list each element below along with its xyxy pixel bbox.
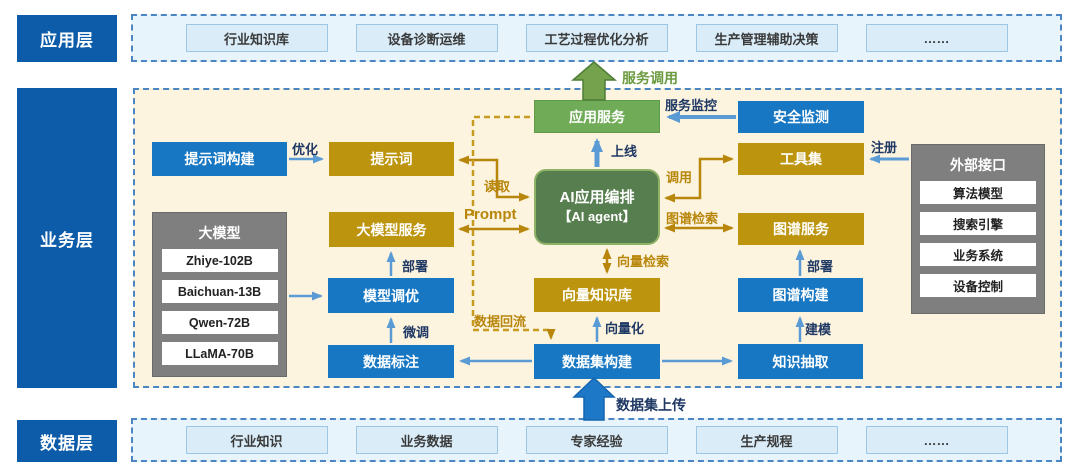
edge-label-graph-search: 图谱检索 — [666, 211, 719, 226]
node-toolset: 工具集 — [738, 143, 864, 175]
panel-external-interfaces: 外部接口 算法模型 搜索引擎 业务系统 设备控制 — [911, 144, 1045, 314]
layer-label-business: 业务层 — [17, 88, 117, 388]
edge-label-data-backflow: 数据回流 — [474, 314, 527, 329]
node-data-annotation: 数据标注 — [328, 345, 454, 378]
layer-label-data: 数据层 — [17, 420, 117, 462]
chip-business-data: 业务数据 — [355, 426, 498, 454]
edge-label-deploy-left: 部署 — [402, 259, 429, 274]
ext-algorithm-model: 算法模型 — [920, 181, 1036, 204]
chip-process-optimization: 工艺过程优化分析 — [525, 24, 668, 52]
edge-label-vector-search: 向量检索 — [617, 254, 670, 269]
edge-label-register: 注册 — [871, 140, 898, 155]
panel-large-models: 大模型 Zhiye-102B Baichuan-13B Qwen-72B LLa… — [152, 212, 287, 377]
node-graph-build: 图谱构建 — [738, 278, 863, 312]
edge-label-invoke: 调用 — [666, 170, 693, 185]
chip-equipment-diagnosis: 设备诊断运维 — [355, 24, 498, 52]
chip-expert-experience: 专家经验 — [525, 426, 668, 454]
model-baichuan: Baichuan-13B — [161, 280, 278, 303]
node-prompt: 提示词 — [329, 142, 454, 176]
ext-business-system: 业务系统 — [920, 243, 1036, 266]
node-vector-knowledge-base: 向量知识库 — [534, 278, 660, 312]
node-ai-agent: AI应用编排 【AI agent】 — [534, 169, 660, 245]
node-app-service: 应用服务 — [534, 100, 660, 133]
node-security-monitor: 安全监测 — [738, 101, 864, 133]
edge-label-go-live: 上线 — [611, 144, 638, 159]
model-qwen: Qwen-72B — [161, 311, 278, 334]
chip-industry-knowledge: 行业知识 — [185, 426, 328, 454]
node-dataset-build: 数据集构建 — [534, 344, 660, 379]
edge-label-modeling: 建模 — [805, 322, 832, 337]
edge-label-read: 读取 — [484, 179, 511, 194]
chip-data-more: …… — [865, 426, 1008, 454]
edge-label-finetune: 微调 — [403, 325, 430, 340]
chip-production-regulation: 生产规程 — [695, 426, 838, 454]
edge-label-dataset-upload: 数据集上传 — [616, 397, 686, 413]
large-models-title: 大模型 — [198, 225, 241, 241]
model-zhiye: Zhiye-102B — [161, 249, 278, 272]
edge-label-deploy-right: 部署 — [807, 259, 834, 274]
external-interfaces-items: 算法模型 搜索引擎 业务系统 设备控制 — [920, 181, 1036, 297]
node-model-tuning: 模型调优 — [328, 278, 454, 313]
edge-label-vectorize: 向量化 — [605, 321, 645, 336]
node-llm-service: 大模型服务 — [329, 212, 454, 247]
node-graph-service: 图谱服务 — [738, 213, 864, 245]
edge-label-service-call: 服务调用 — [622, 70, 678, 86]
edge-label-service-monitor: 服务监控 — [665, 98, 718, 113]
layer-label-application: 应用层 — [17, 15, 117, 62]
chip-industry-knowledge-base: 行业知识库 — [185, 24, 328, 52]
ext-search-engine: 搜索引擎 — [920, 212, 1036, 235]
node-knowledge-extract: 知识抽取 — [738, 344, 863, 379]
node-prompt-build: 提示词构建 — [152, 142, 287, 176]
ai-agent-subtitle: 【AI agent】 — [558, 209, 636, 225]
external-interfaces-title: 外部接口 — [950, 157, 1006, 173]
edge-label-prompt: Prompt — [464, 206, 517, 223]
application-layer-panel: 行业知识库 设备诊断运维 工艺过程优化分析 生产管理辅助决策 …… — [131, 14, 1062, 62]
ext-device-control: 设备控制 — [920, 274, 1036, 297]
chip-production-decision: 生产管理辅助决策 — [695, 24, 838, 52]
large-models-items: Zhiye-102B Baichuan-13B Qwen-72B LLaMA-7… — [161, 249, 278, 365]
edge-label-optimize: 优化 — [292, 142, 319, 157]
chip-app-more: …… — [865, 24, 1008, 52]
application-chip-row: 行业知识库 设备诊断运维 工艺过程优化分析 生产管理辅助决策 …… — [133, 16, 1060, 60]
data-chip-row: 行业知识 业务数据 专家经验 生产规程 …… — [133, 420, 1060, 460]
data-layer-panel: 行业知识 业务数据 专家经验 生产规程 …… — [131, 418, 1062, 462]
ai-agent-title: AI应用编排 — [559, 188, 635, 206]
model-llama: LLaMA-70B — [161, 342, 278, 365]
